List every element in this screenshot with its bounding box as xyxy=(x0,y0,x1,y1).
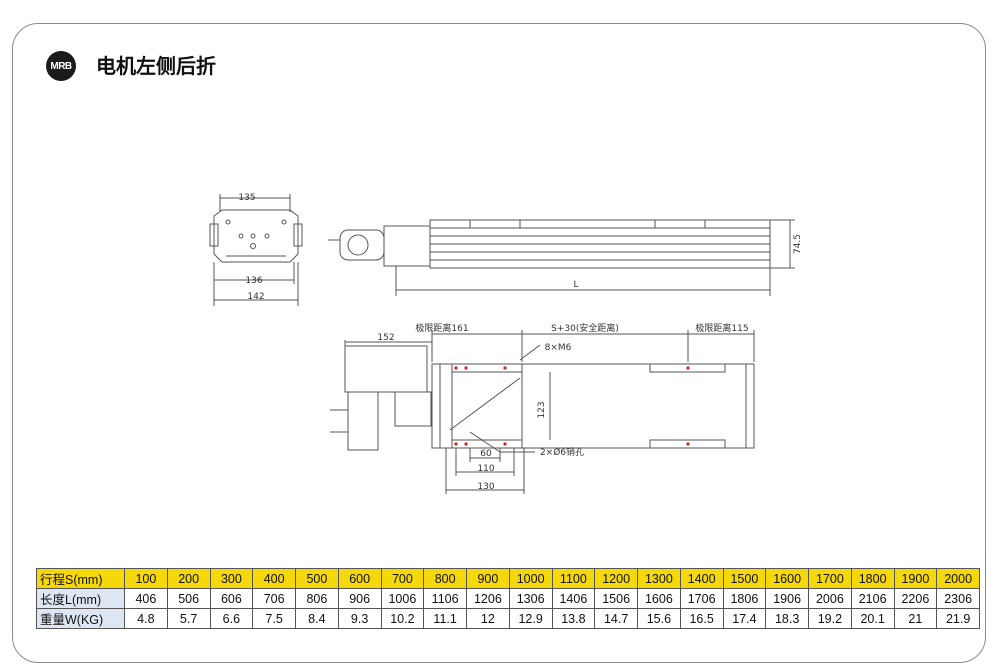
table-cell: 17.4 xyxy=(722,608,767,629)
table-cell: 600 xyxy=(337,568,382,589)
table-cell: 1506 xyxy=(594,588,638,609)
weight-row: 重量W(KG) 4.8 5.7 6.6 7.5 8.4 9.3 10.2 11.… xyxy=(36,608,980,629)
limit-left-label: 极限距离161 xyxy=(415,322,468,334)
stroke-row: 行程S(mm) 100 200 300 400 500 600 700 800 … xyxy=(36,568,980,589)
table-cell: 8.4 xyxy=(295,608,339,629)
dim-136: 136 xyxy=(245,276,262,286)
table-cell: 4.8 xyxy=(124,608,168,629)
table-cell: 800 xyxy=(423,568,467,589)
table-cell: 1300 xyxy=(637,568,681,589)
spec-table: 行程S(mm) 100 200 300 400 500 600 700 800 … xyxy=(36,568,980,629)
table-cell: 1400 xyxy=(679,568,724,589)
pin-holes-label: 2×Ø6销孔 xyxy=(540,446,584,458)
table-cell: 2000 xyxy=(936,568,980,589)
table-cell: 5.7 xyxy=(166,608,211,629)
table-cell: 21 xyxy=(893,608,938,629)
table-cell: 12.9 xyxy=(508,608,553,629)
table-cell: 706 xyxy=(252,588,296,609)
table-cell: 1100 xyxy=(551,568,596,589)
table-cell: 1200 xyxy=(594,568,638,589)
row-label: 行程S(mm) xyxy=(36,568,125,589)
table-cell: 6.6 xyxy=(209,608,254,629)
row-label: 重量W(KG) xyxy=(36,608,125,629)
table-cell: 906 xyxy=(337,588,382,609)
table-cell: 2206 xyxy=(893,588,938,609)
table-cell: 19.2 xyxy=(808,608,852,629)
table-cell: 900 xyxy=(466,568,510,589)
dim-130: 130 xyxy=(477,482,494,492)
table-cell: 506 xyxy=(166,588,211,609)
end-view xyxy=(209,194,303,306)
table-cell: 1906 xyxy=(765,588,809,609)
page-title: 电机左侧后折 xyxy=(96,54,216,78)
table-cell: 12 xyxy=(466,608,510,629)
limit-right-label: 极限距离115 xyxy=(695,322,748,334)
dim-152: 152 xyxy=(377,333,394,343)
dim-135: 135 xyxy=(238,193,255,203)
screws-label: 8×M6 xyxy=(545,343,572,353)
dim-110: 110 xyxy=(477,464,494,474)
table-cell: 18.3 xyxy=(765,608,809,629)
length-row: 长度L(mm) 406 506 606 706 806 906 1006 110… xyxy=(36,588,980,609)
table-cell: 2006 xyxy=(808,588,852,609)
table-cell: 14.7 xyxy=(594,608,638,629)
table-cell: 1106 xyxy=(423,588,467,609)
table-cell: 1006 xyxy=(380,588,425,609)
page-card xyxy=(12,23,986,663)
table-cell: 1206 xyxy=(466,588,510,609)
table-cell: 9.3 xyxy=(337,608,382,629)
table-cell: 1306 xyxy=(508,588,553,609)
table-cell: 100 xyxy=(124,568,168,589)
table-cell: 406 xyxy=(124,588,168,609)
dim-L: L xyxy=(573,280,578,290)
table-cell: 500 xyxy=(295,568,339,589)
table-cell: 20.1 xyxy=(850,608,895,629)
table-cell: 13.8 xyxy=(551,608,596,629)
table-cell: 200 xyxy=(166,568,211,589)
table-cell: 606 xyxy=(209,588,254,609)
table-cell: 1700 xyxy=(808,568,852,589)
technical-drawing: 135 136 142 L 74.5 152 极限距离161 S+30(安全距离… xyxy=(209,193,803,494)
table-cell: 16.5 xyxy=(679,608,724,629)
table-cell: 1706 xyxy=(679,588,724,609)
table-cell: 15.6 xyxy=(637,608,681,629)
table-cell: 11.1 xyxy=(423,608,467,629)
table-cell: 21.9 xyxy=(936,608,980,629)
table-cell: 1806 xyxy=(722,588,767,609)
table-cell: 1606 xyxy=(637,588,681,609)
table-cell: 1900 xyxy=(893,568,938,589)
brand-logo: MRB xyxy=(46,51,76,81)
dim-74-5: 74.5 xyxy=(793,234,803,254)
table-cell: 2106 xyxy=(850,588,895,609)
dim-123: 123 xyxy=(537,401,547,418)
stroke-label: S+30(安全距离) xyxy=(551,322,619,334)
table-cell: 7.5 xyxy=(252,608,296,629)
table-cell: 10.2 xyxy=(380,608,425,629)
table-cell: 1800 xyxy=(850,568,895,589)
row-label: 长度L(mm) xyxy=(36,588,125,609)
table-cell: 1500 xyxy=(722,568,767,589)
top-view xyxy=(330,330,755,494)
table-cell: 400 xyxy=(252,568,296,589)
table-cell: 2306 xyxy=(936,588,980,609)
table-cell: 806 xyxy=(295,588,339,609)
table-cell: 1406 xyxy=(551,588,596,609)
side-view xyxy=(328,219,795,296)
table-cell: 1000 xyxy=(508,568,553,589)
table-cell: 300 xyxy=(209,568,254,589)
dim-60: 60 xyxy=(480,449,492,459)
table-cell: 700 xyxy=(380,568,425,589)
table-cell: 1600 xyxy=(765,568,809,589)
dim-142: 142 xyxy=(247,292,264,302)
